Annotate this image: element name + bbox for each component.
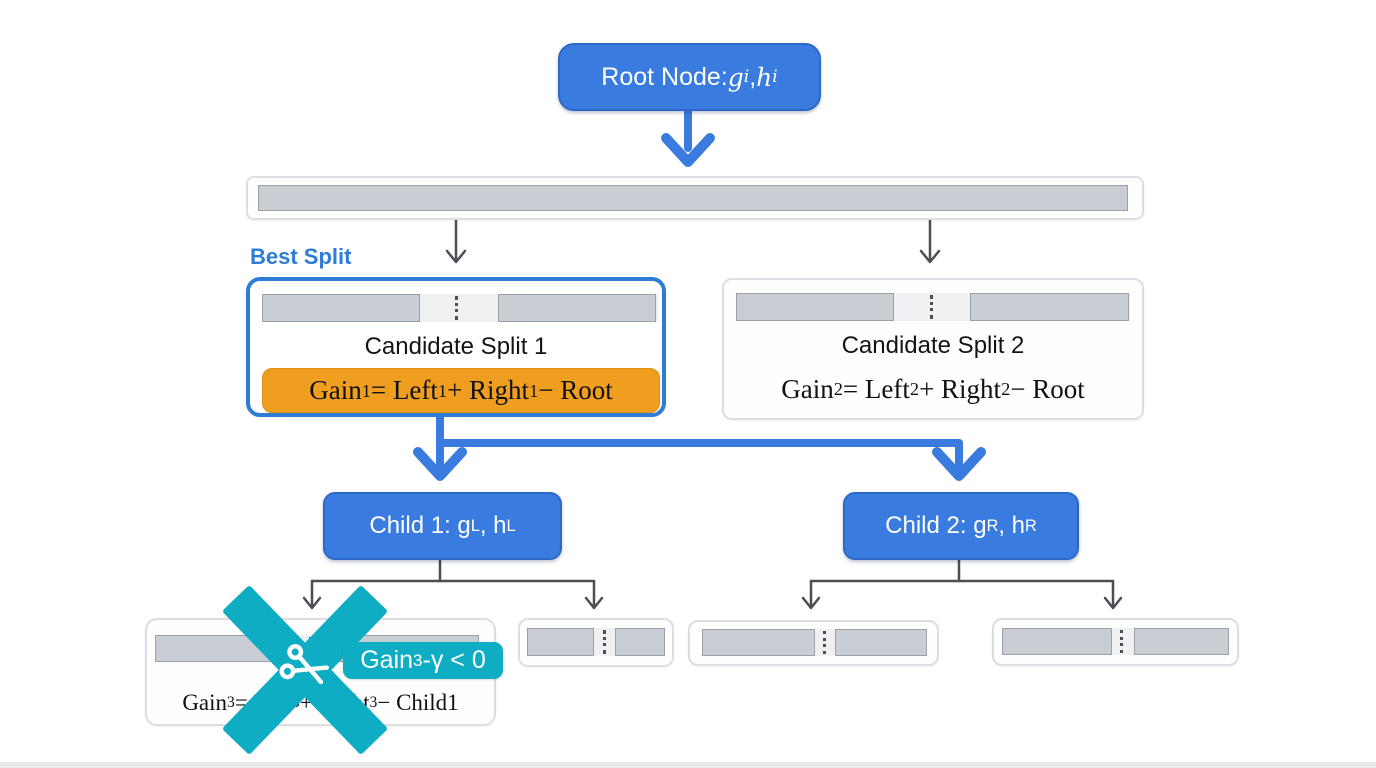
root-var-g: g (727, 62, 744, 92)
left-data-segment (262, 294, 420, 322)
formula-term: − Root (538, 375, 613, 405)
split-point-dots (1120, 630, 1123, 653)
root-to-databar-arrow (661, 105, 715, 167)
right-data-segment (615, 628, 665, 656)
leaf-split-bar (1002, 628, 1229, 655)
right-data-segment (835, 629, 927, 656)
formula-term: Gain (309, 375, 362, 405)
child2-label: Child 2: g (885, 512, 987, 539)
child1-to-leaves-connector (302, 555, 604, 610)
left-data-segment (527, 628, 594, 656)
data-segment (258, 185, 1128, 211)
root-var-h: h (756, 62, 773, 92)
leaf-split-panel (518, 618, 674, 667)
bestsplit-to-children-connector (413, 414, 986, 481)
leaf-split-bar (527, 628, 665, 656)
bottom-divider (0, 762, 1376, 768)
leaf-split-bar (702, 629, 927, 656)
split-point-dots (603, 630, 606, 654)
scissors-icon (273, 634, 341, 702)
best-split-label: Best Split (250, 244, 352, 269)
formula-term: + Right (919, 373, 1002, 404)
formula-term: − Child1 (377, 690, 459, 715)
left-data-segment (1002, 628, 1112, 655)
child1-label: , h (479, 512, 507, 539)
left-data-segment (736, 293, 894, 321)
candidate1-title: Candidate Split 1 (364, 333, 548, 360)
formula-term: Gain (182, 690, 228, 715)
badge-term: Gain (360, 646, 414, 674)
formula-term: − Root (1010, 373, 1085, 404)
split-point-dots (823, 631, 826, 654)
right-data-segment (970, 293, 1129, 321)
full-data-bar (258, 185, 1128, 211)
candidate2-title: Candidate Split 2 (841, 332, 1025, 359)
child2-to-leaves-connector (801, 555, 1123, 610)
leaf-split-panel (688, 620, 939, 666)
candidate2-split-bar (736, 293, 1130, 321)
root-node-label: Root Node: (601, 62, 728, 91)
candidate1-split-bar (262, 294, 658, 322)
formula-term: = Left (842, 373, 910, 404)
formula-term: = Left (370, 375, 438, 405)
leaf-split-panel (992, 618, 1239, 666)
full-data-bar-panel (246, 176, 1144, 220)
right-data-segment (1134, 628, 1229, 655)
root-separator: , (749, 62, 757, 91)
formula-term: Gain (781, 373, 834, 404)
child2-label: , h (998, 512, 1026, 539)
split-point-dots (930, 295, 933, 319)
child1-label: Child 1: g (369, 512, 471, 539)
left-data-segment (702, 629, 815, 656)
badge-term: -γ < 0 (422, 646, 486, 674)
split-point-dots (455, 296, 458, 320)
databar-to-candidate2-arrow (919, 216, 941, 264)
formula-term: + Right (447, 375, 530, 405)
right-data-segment (498, 294, 656, 322)
databar-to-candidate1-arrow (445, 216, 467, 264)
